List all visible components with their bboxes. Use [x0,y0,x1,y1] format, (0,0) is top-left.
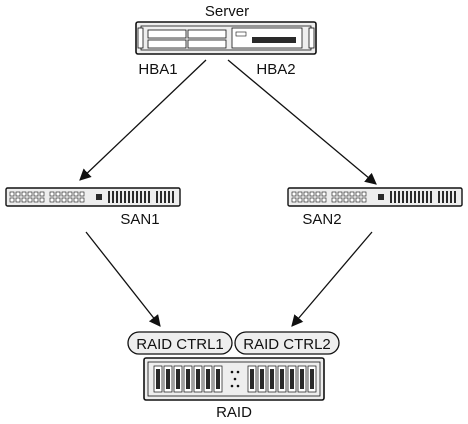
raid-label: RAID [216,404,252,421]
san2-switch-icon [287,187,463,207]
server-icon [135,21,317,55]
raid-ctrl2-label: RAID CTRL2 [243,336,331,353]
raid-ctrl1-label: RAID CTRL1 [136,336,224,353]
hba1-label: HBA1 [138,61,177,78]
raid-ctrl1-badge: RAID CTRL1 [127,331,233,355]
edge-san2-raidctrl2 [291,231,373,327]
raid-ctrl2-badge: RAID CTRL2 [234,331,340,355]
server-label: Server [205,3,249,20]
san1-label: SAN1 [120,211,159,228]
san2-label: SAN2 [302,211,341,228]
raid-array-icon [143,357,325,401]
edge-hba2-san2 [227,59,377,185]
edge-san1-raidctrl1 [85,231,161,327]
hba2-label: HBA2 [256,61,295,78]
edge-hba1-san1 [79,59,207,181]
san1-switch-icon [5,187,181,207]
